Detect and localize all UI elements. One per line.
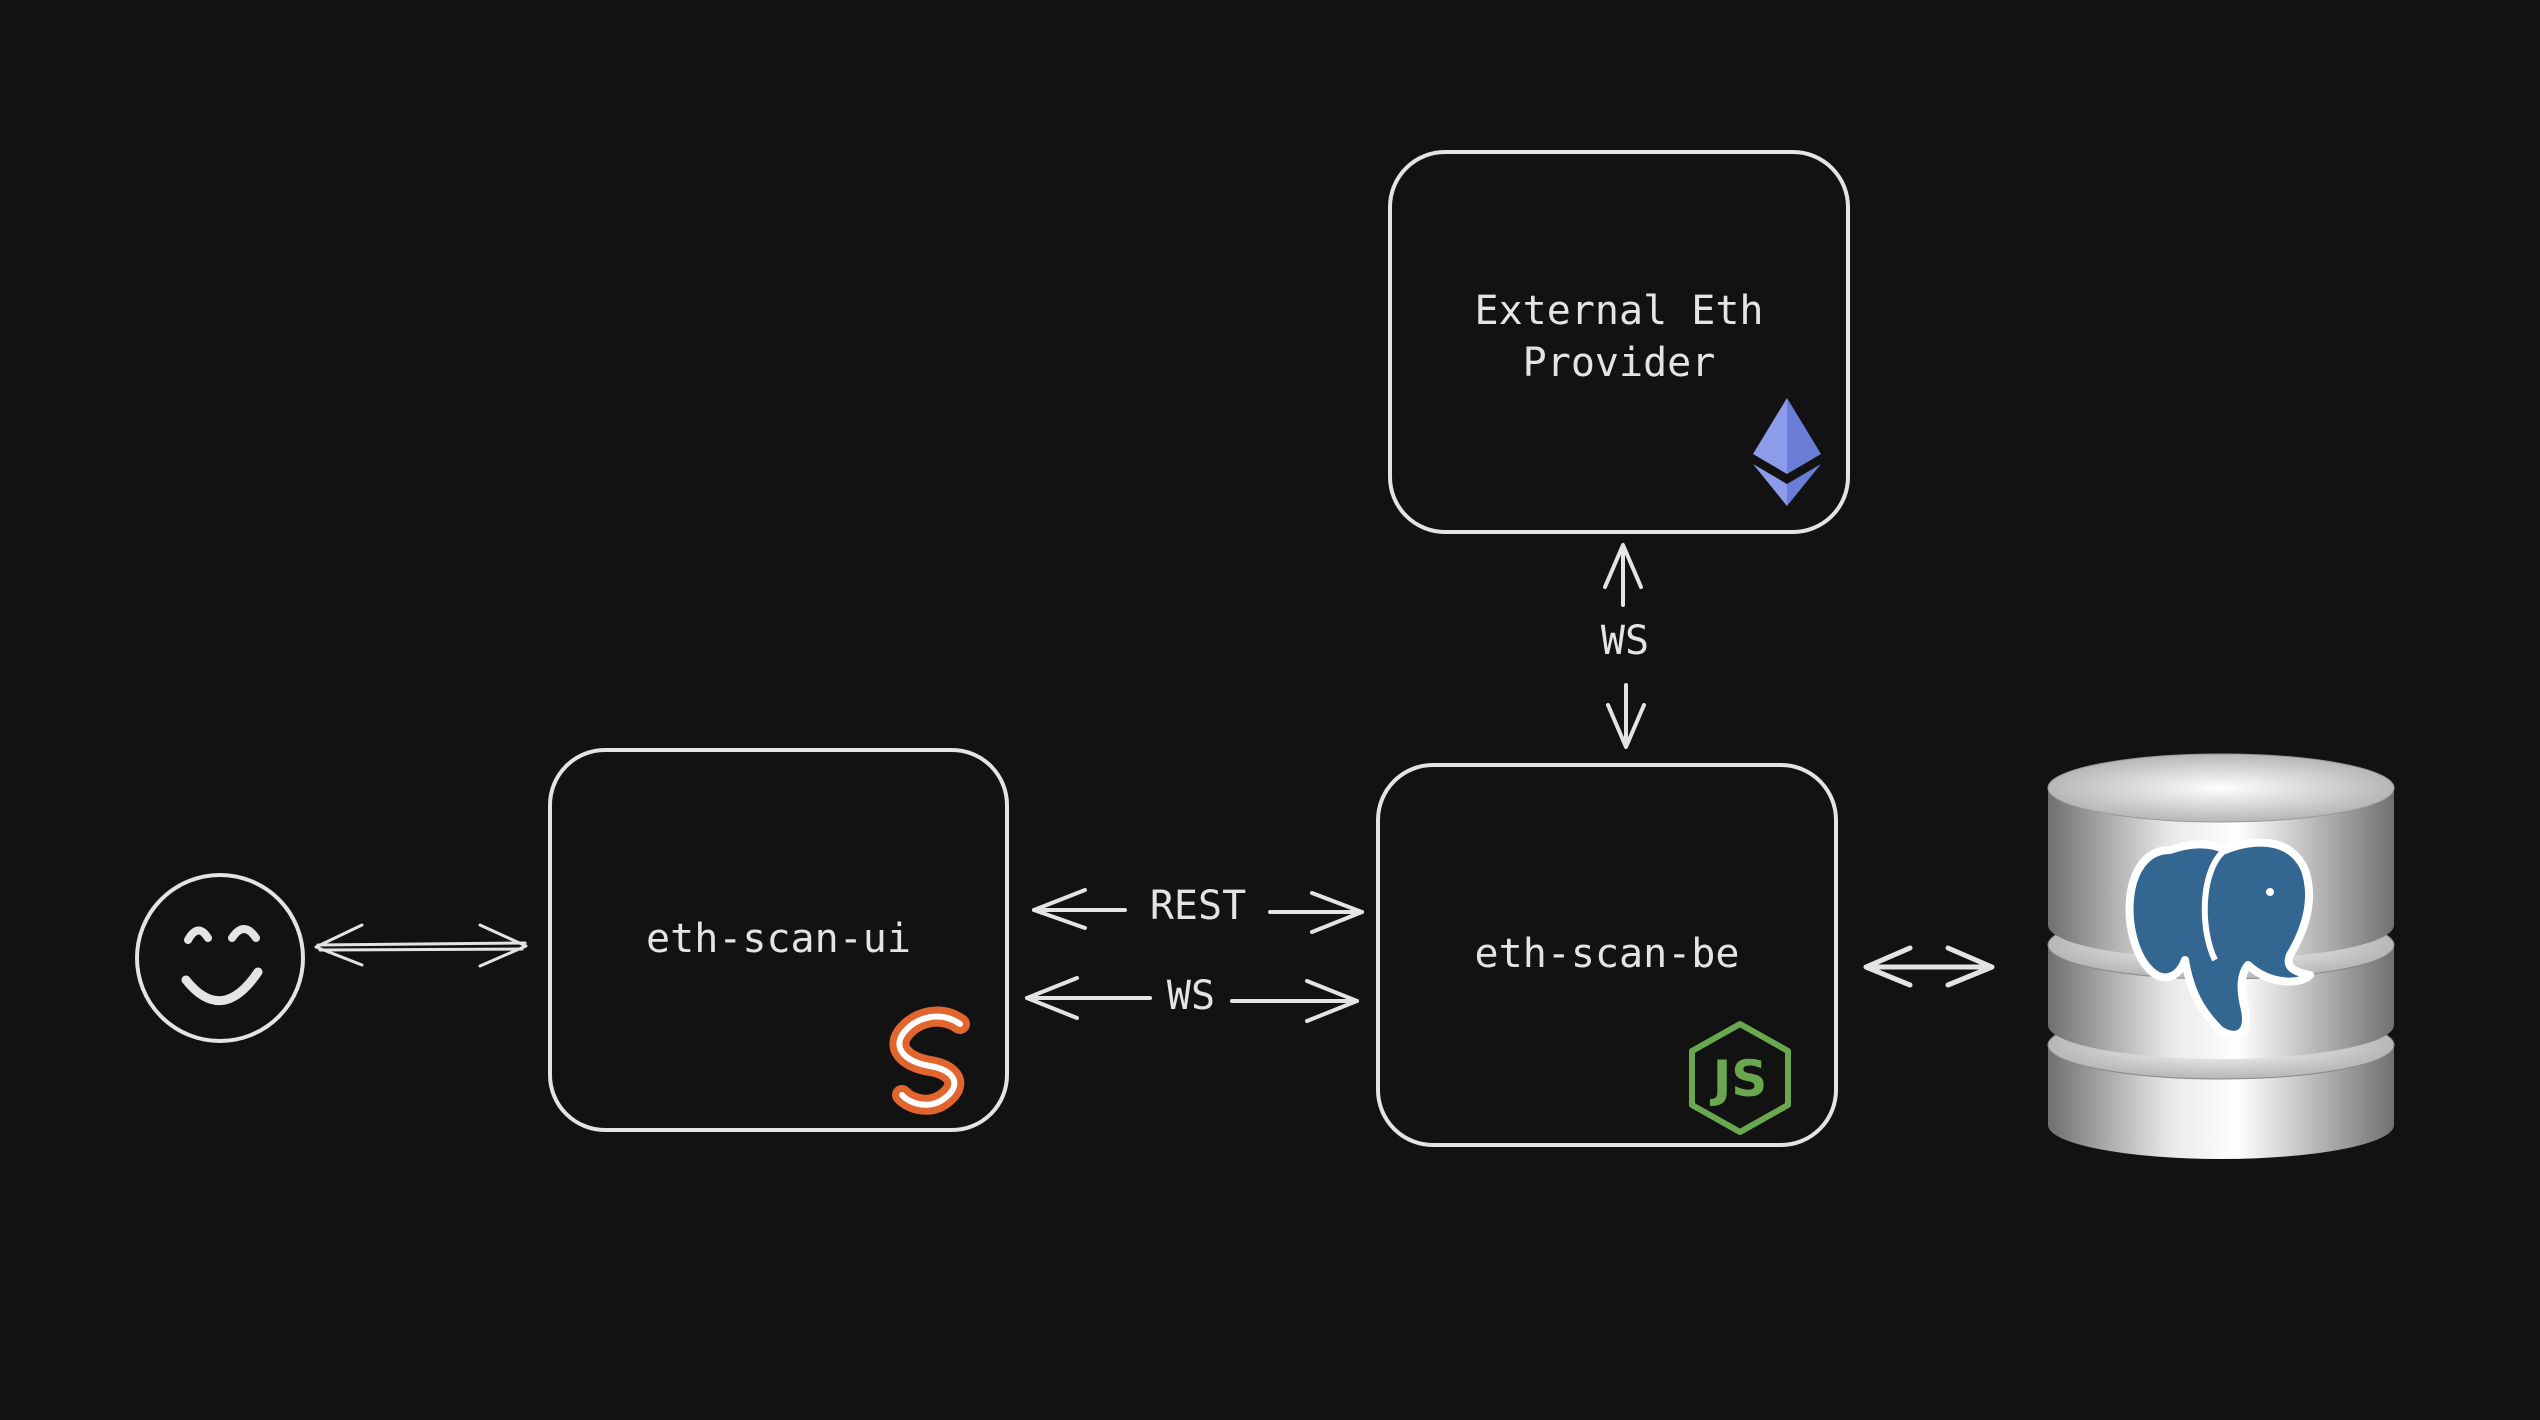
nodejs-logo-icon: JS bbox=[1689, 1021, 1791, 1135]
svelte-logo-icon bbox=[889, 1006, 970, 1115]
eth-scan-be-label: eth-scan-be bbox=[1474, 931, 1740, 977]
ethereum-logo-icon bbox=[1753, 398, 1821, 506]
provider-backend-arrow bbox=[1603, 543, 1646, 749]
ui-backend-ws-label: WS bbox=[1166, 973, 1216, 1019]
ui-backend-ws-arrow bbox=[1025, 976, 1359, 1023]
backend-database-arrow bbox=[1863, 945, 1995, 988]
external-provider-label-line1: External Eth bbox=[1474, 288, 1764, 334]
external-provider-box[interactable] bbox=[1388, 150, 1850, 534]
svg-text:JS: JS bbox=[1710, 1050, 1768, 1108]
eth-scan-ui-box[interactable] bbox=[548, 748, 1009, 1132]
smiley-face-icon bbox=[135, 873, 305, 1043]
postgresql-database-icon bbox=[2047, 753, 2395, 1159]
eth-scan-ui-label: eth-scan-ui bbox=[646, 916, 911, 962]
ui-backend-rest-arrow bbox=[1032, 888, 1364, 934]
external-provider-label-line2: Provider bbox=[1522, 340, 1716, 386]
eth-scan-be-box[interactable] bbox=[1376, 763, 1838, 1147]
postgresql-elephant-icon bbox=[2125, 838, 2314, 1039]
ui-backend-rest-label: REST bbox=[1149, 883, 1247, 929]
provider-backend-ws-label: WS bbox=[1600, 618, 1650, 664]
user-ui-arrow bbox=[314, 923, 528, 968]
external-provider-label: External Eth Provider bbox=[1390, 285, 1848, 389]
